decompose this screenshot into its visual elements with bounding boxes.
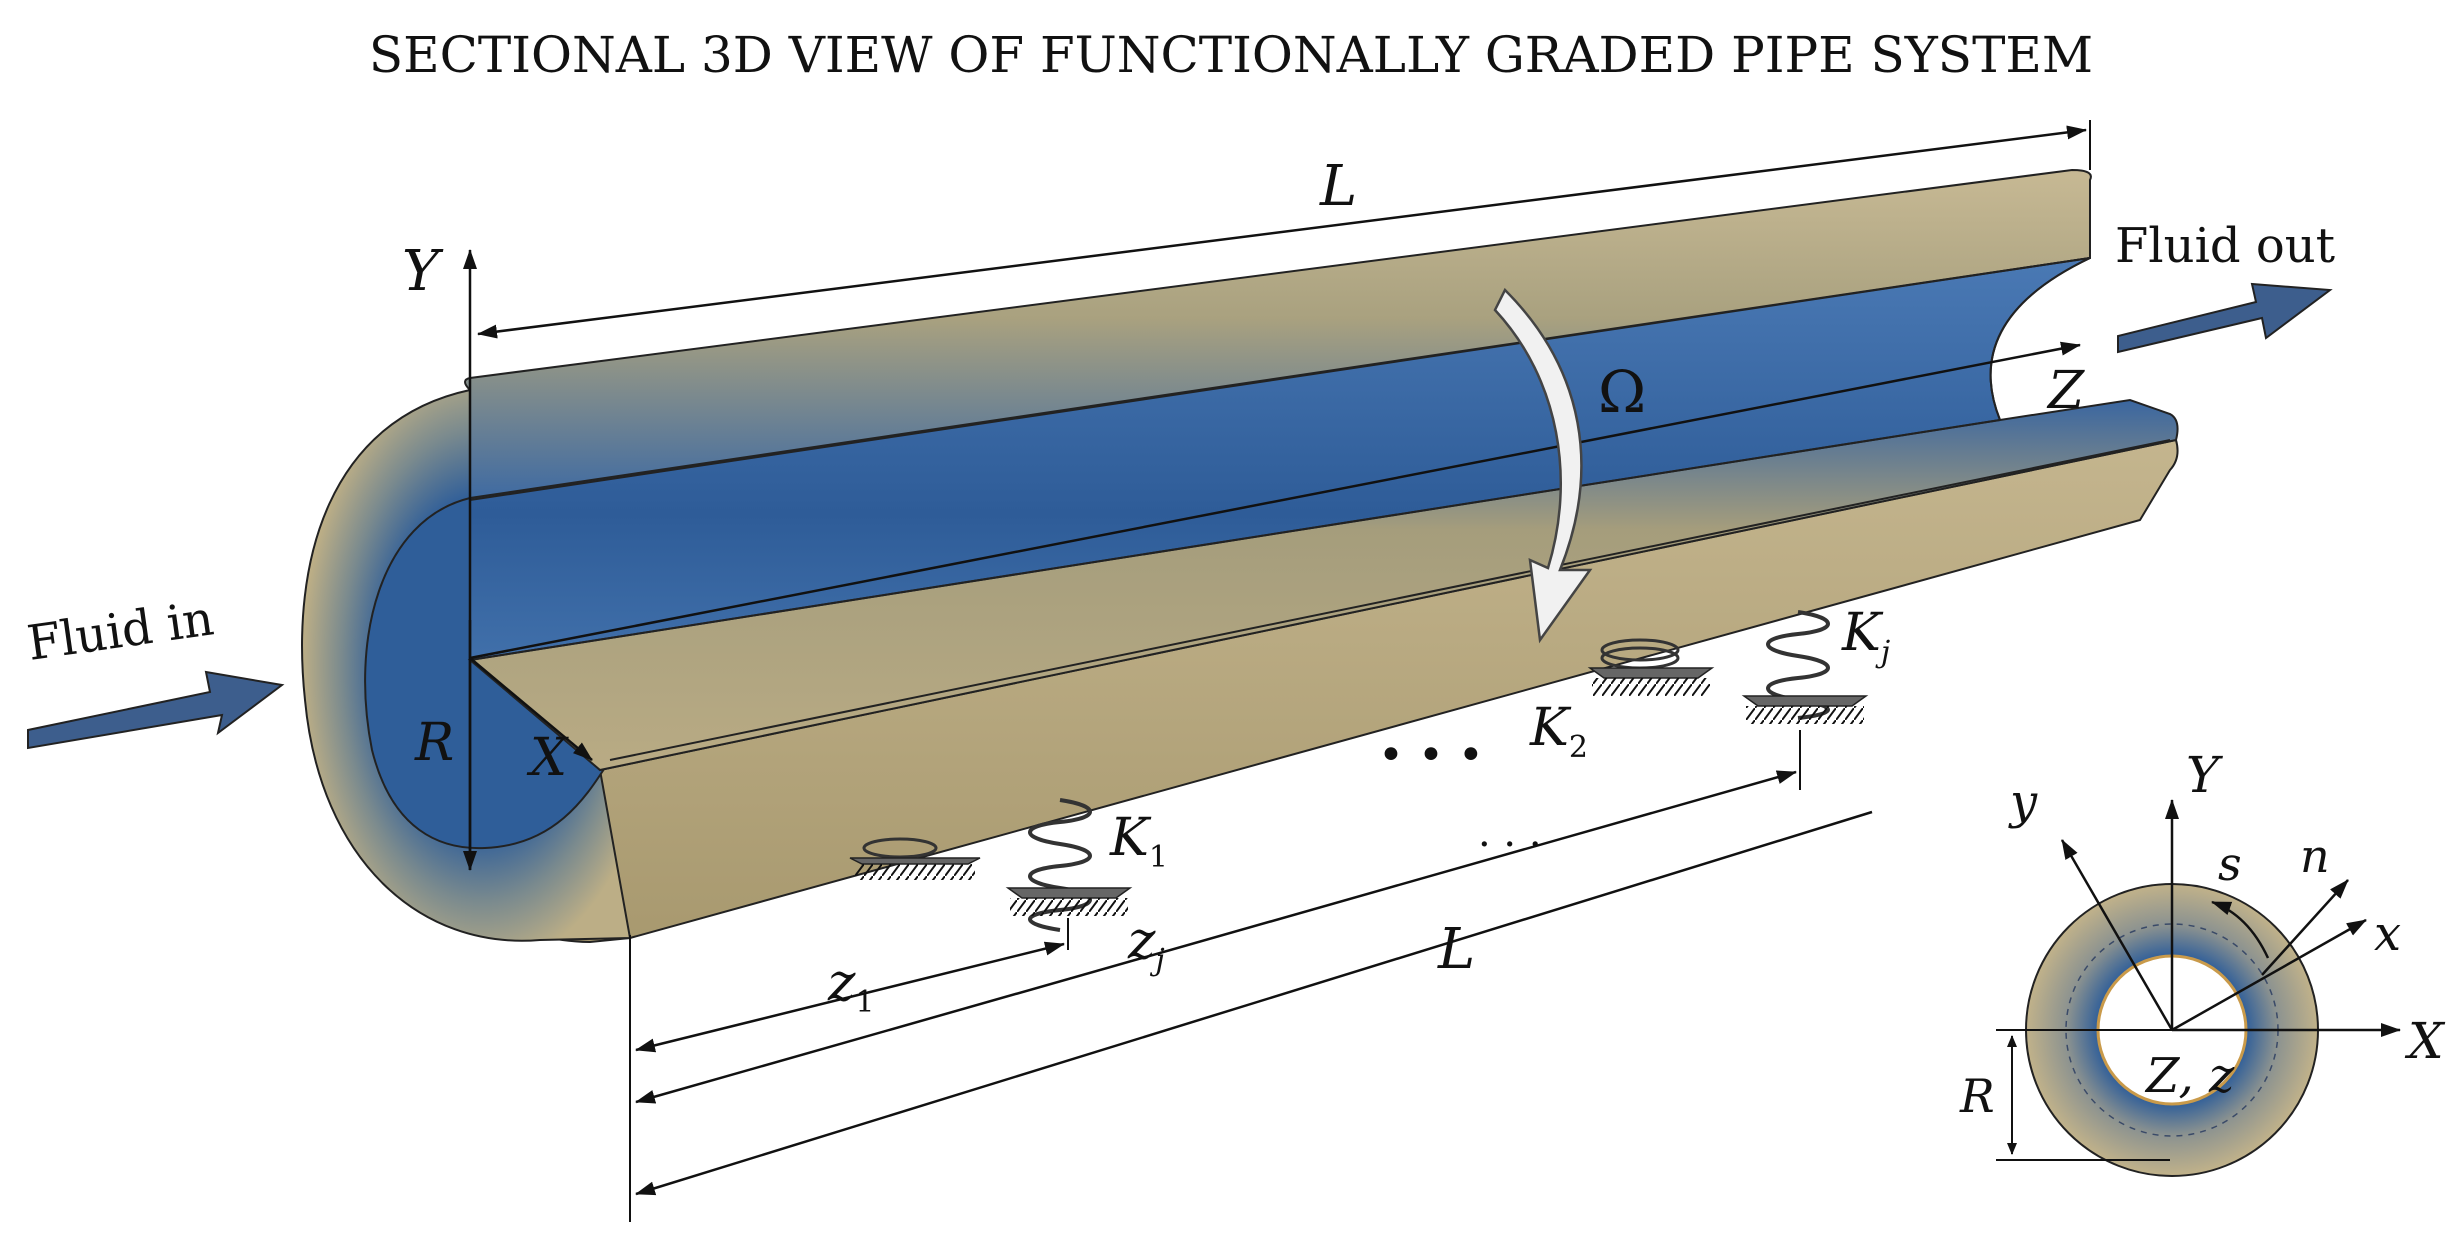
inset-label-R: R [1959, 1069, 1995, 1123]
dimension-label-zj: zj [1127, 911, 1165, 978]
spring-label-kj: Kj [1841, 603, 1890, 670]
fluid-in-label: Fluid in [24, 590, 217, 672]
inset-label-n: n [2300, 829, 2330, 883]
top-length-dimension [477, 120, 2091, 339]
global-axes [463, 249, 2081, 871]
inset-label-X: X [2404, 1012, 2446, 1070]
inset-label-Y: Y [2186, 746, 2223, 804]
pipe [301, 168, 2179, 944]
spring-label-k2: K2 [1529, 698, 1588, 765]
radius-label: R [414, 713, 454, 773]
spring-ellipsis: • • • [1378, 730, 1484, 781]
cross-section-inset [1996, 799, 2401, 1177]
fluid-in-arrow [27, 670, 285, 750]
length-label-bottom: L [1437, 917, 1475, 982]
fluid-out-arrow [2117, 282, 2333, 354]
dimension-dots: · · · [1478, 822, 1542, 868]
omega-label: Ω [1598, 358, 1646, 426]
axis-label-x: X [526, 728, 569, 788]
bottom-dimensions [629, 730, 1873, 1222]
dimension-label-z1: z1 [827, 953, 875, 1020]
diagram-title: SECTIONAL 3D VIEW OF FUNCTIONALLY GRADED… [369, 26, 2093, 84]
axis-label-z: Z [2046, 361, 2085, 421]
inset-label-s: s [2218, 837, 2242, 891]
fluid-out-label: Fluid out [2115, 218, 2335, 274]
rotation-arrow [1493, 287, 1593, 644]
pipe-lower-wall [467, 398, 2179, 772]
spring-label-k1: K1 [1109, 808, 1168, 875]
spring-kj [1741, 610, 1869, 724]
inset-label-x-local: x [2374, 906, 2401, 962]
spring-k2 [1587, 638, 1715, 696]
inset-label-y-local: y [2008, 774, 2038, 830]
inset-label-Zz: Z, z [2144, 1048, 2235, 1104]
length-label-top: L [1319, 154, 1357, 219]
axis-label-y: Y [402, 239, 444, 304]
